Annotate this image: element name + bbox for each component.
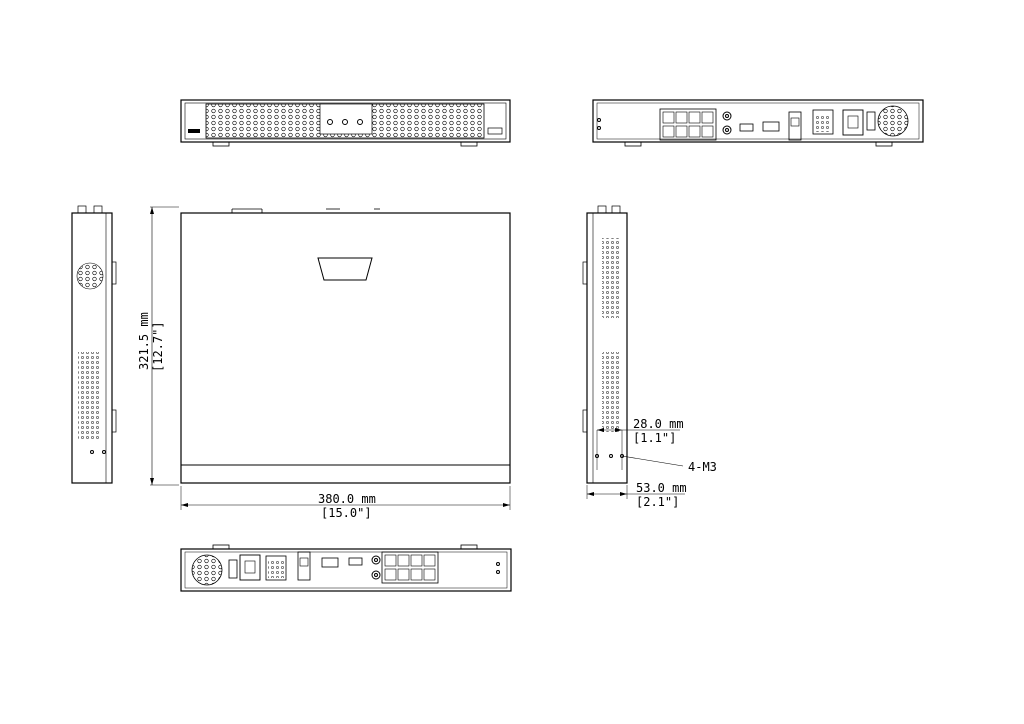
width-mm-label: 380.0 mm bbox=[318, 492, 376, 506]
left-side-view bbox=[71, 205, 117, 484]
depth-mm-label: 53.0 mm bbox=[636, 481, 687, 495]
width-in-label: [15.0"] bbox=[321, 506, 372, 520]
foot-mm-label: 28.0 mm bbox=[633, 417, 684, 431]
height-in-label: [12.7"] bbox=[151, 321, 165, 372]
foot-in-label: [1.1"] bbox=[633, 431, 676, 445]
screw-label: 4-M3 bbox=[688, 460, 717, 474]
depth-dimension: 53.0 mm [2.1"] bbox=[586, 481, 687, 509]
top-view bbox=[180, 208, 511, 484]
front-view bbox=[180, 99, 511, 147]
height-mm-label: 321.5 mm bbox=[137, 312, 151, 370]
depth-in-label: [2.1"] bbox=[636, 495, 679, 509]
height-dimension: 321.5 mm [12.7"] bbox=[137, 206, 179, 486]
rear-view-bottom bbox=[180, 544, 512, 592]
foot-dimension: 28.0 mm [1.1"] bbox=[597, 417, 684, 445]
screw-callout: 4-M3 bbox=[621, 455, 717, 474]
width-dimension: 380.0 mm [15.0"] bbox=[180, 486, 511, 520]
rear-view-top bbox=[592, 99, 924, 147]
right-side-view bbox=[582, 205, 628, 484]
